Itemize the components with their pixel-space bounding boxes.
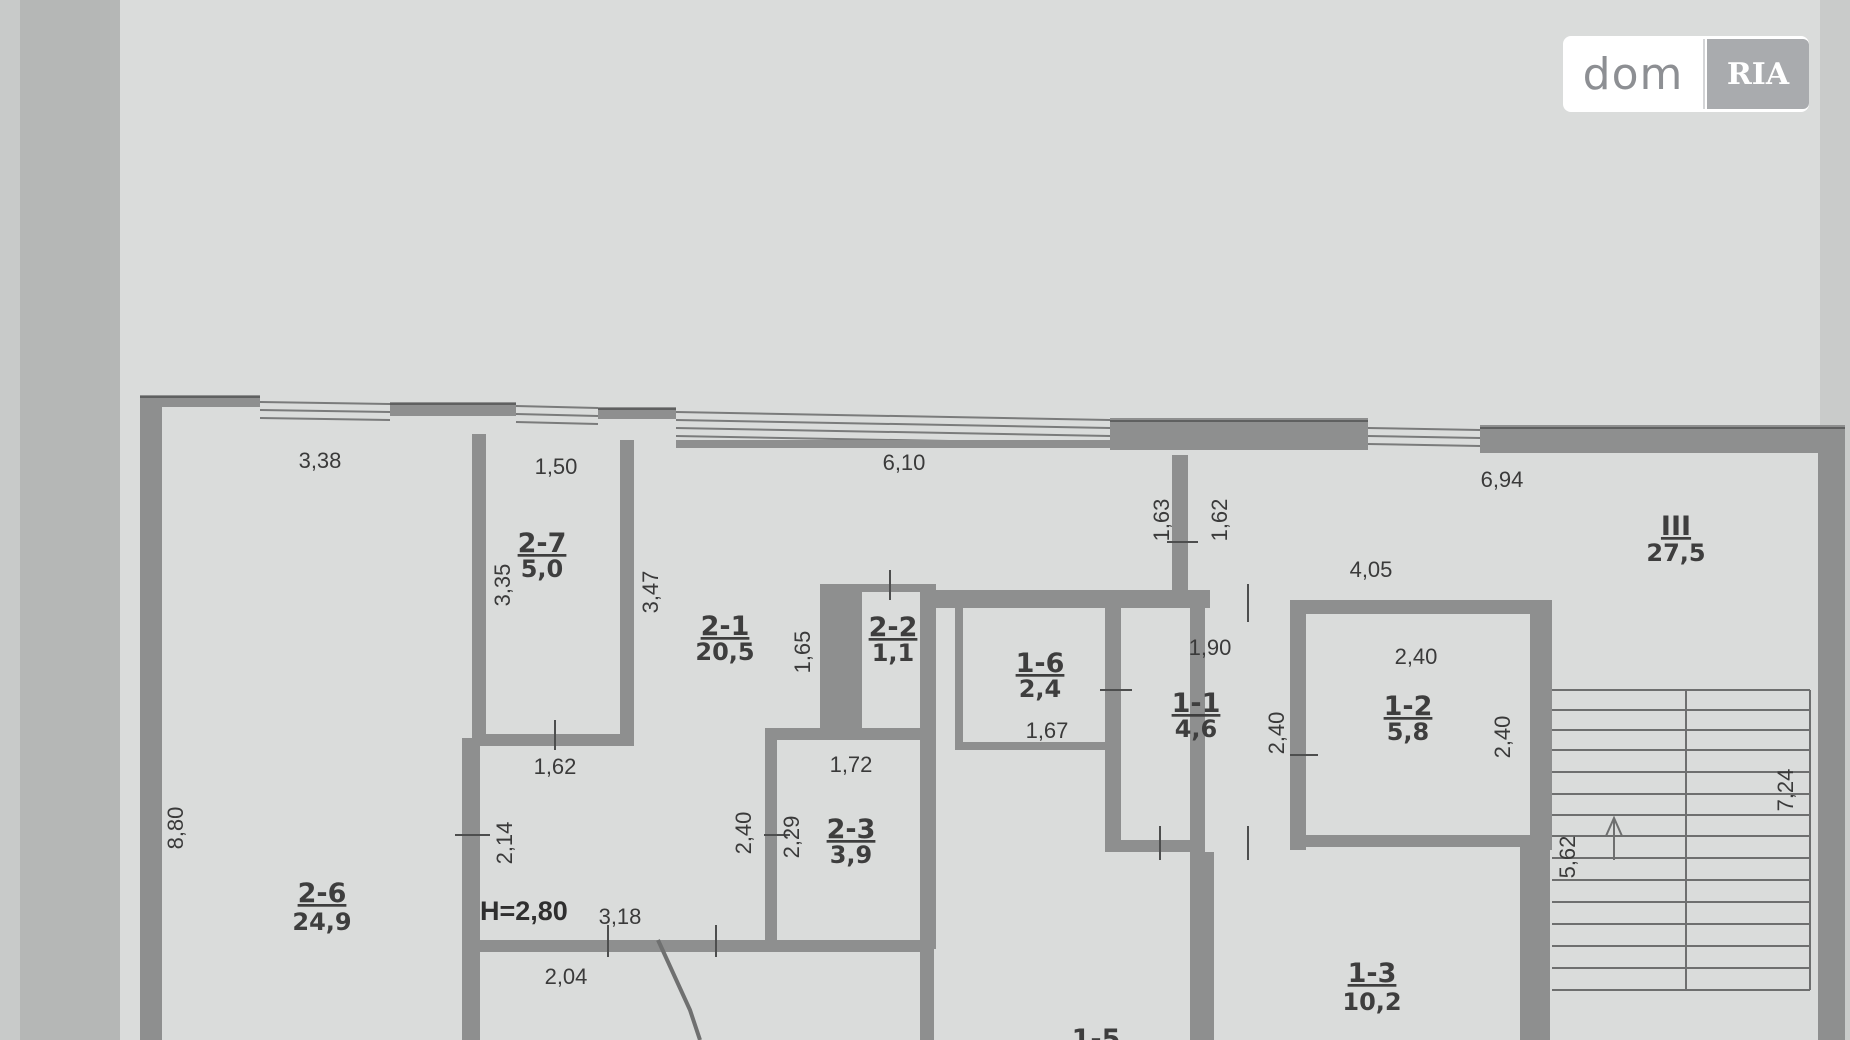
dim-label: 1,62 [1207, 499, 1232, 542]
dim-label: 1,63 [1149, 499, 1174, 542]
dim-label: 1,65 [790, 631, 815, 674]
dim-label: 2,40 [1490, 716, 1515, 759]
dim-label: 2,40 [731, 812, 756, 855]
room-1-1-code: 1-1 [1172, 688, 1221, 719]
dim-label: 5,62 [1555, 836, 1580, 879]
room-2-7-area: 5,0 [521, 555, 564, 583]
dim-label: 2,40 [1264, 712, 1289, 755]
ceiling-height-label: H=2,80 [480, 896, 568, 926]
dim-label: 2,40 [1395, 644, 1438, 669]
dim-label: 3,18 [599, 904, 642, 929]
dim-label: 4,05 [1350, 557, 1393, 582]
room-2-6-code: 2-6 [298, 878, 347, 909]
dim-label: 2,29 [779, 816, 804, 859]
left-shadow-band [20, 0, 120, 1040]
dim-label: 6,10 [883, 450, 926, 475]
room-2-6-area: 24,9 [292, 908, 351, 936]
dim-label: 7,24 [1773, 769, 1798, 812]
left-edge [0, 0, 20, 1040]
room-2-3-code: 2-3 [827, 814, 876, 845]
room-III-area: 27,5 [1646, 539, 1705, 567]
room-III-code: III [1661, 511, 1691, 542]
dim-label: 3,38 [299, 448, 342, 473]
stairs [1552, 689, 1811, 991]
dim-label: 1,62 [534, 754, 577, 779]
room-2-2-area: 1,1 [872, 639, 915, 667]
logo-dom-text: dom [1582, 48, 1684, 100]
room-2-7-code: 2-7 [518, 528, 567, 559]
room-1-5-code: 1-5 [1072, 1024, 1121, 1040]
logo-divider [1703, 39, 1705, 109]
logo-ria-text: RIA [1726, 56, 1790, 92]
outer-walls [140, 395, 1845, 1040]
dimension-labels: 3,38 1,50 6,10 6,94 1,63 1,62 4,05 3,35 … [163, 448, 1798, 989]
dim-label: 3,47 [638, 571, 663, 614]
dim-label: 3,35 [490, 564, 515, 607]
dim-label: 1,90 [1189, 635, 1232, 660]
room-1-1-area: 4,6 [1175, 715, 1218, 743]
dim-label: 2,14 [492, 822, 517, 865]
room-labels: 2-6 24,9 2-7 5,0 2-1 20,5 2-2 1,1 2-3 3,… [292, 511, 1705, 1040]
dim-label: 1,67 [1026, 718, 1069, 743]
room-2-2-code: 2-2 [869, 612, 918, 643]
room-1-2-code: 1-2 [1384, 691, 1433, 722]
dim-label: 8,80 [163, 807, 188, 850]
room-1-6-code: 1-6 [1016, 648, 1065, 679]
room-1-3-area: 10,2 [1342, 988, 1401, 1016]
dim-label: 1,50 [535, 454, 578, 479]
door-swing [656, 939, 702, 1040]
room-1-2-area: 5,8 [1387, 718, 1430, 746]
room-2-1-area: 20,5 [695, 638, 754, 666]
door-ticks [455, 541, 1318, 957]
room-1-6-area: 2,4 [1019, 675, 1062, 703]
interior-walls [462, 434, 1552, 1040]
room-2-1-code: 2-1 [701, 611, 750, 642]
wall-hatching [140, 396, 1845, 429]
dim-label: 6,94 [1481, 467, 1524, 492]
dim-label: 2,04 [545, 964, 588, 989]
dom-ria-logo: dom RIA [1563, 36, 1809, 112]
dim-label: 1,72 [830, 752, 873, 777]
room-2-3-area: 3,9 [830, 841, 873, 869]
wall-under-window [676, 440, 1110, 448]
room-1-3-code: 1-3 [1348, 958, 1397, 989]
logo-ria-mark: RIA [1707, 39, 1809, 109]
